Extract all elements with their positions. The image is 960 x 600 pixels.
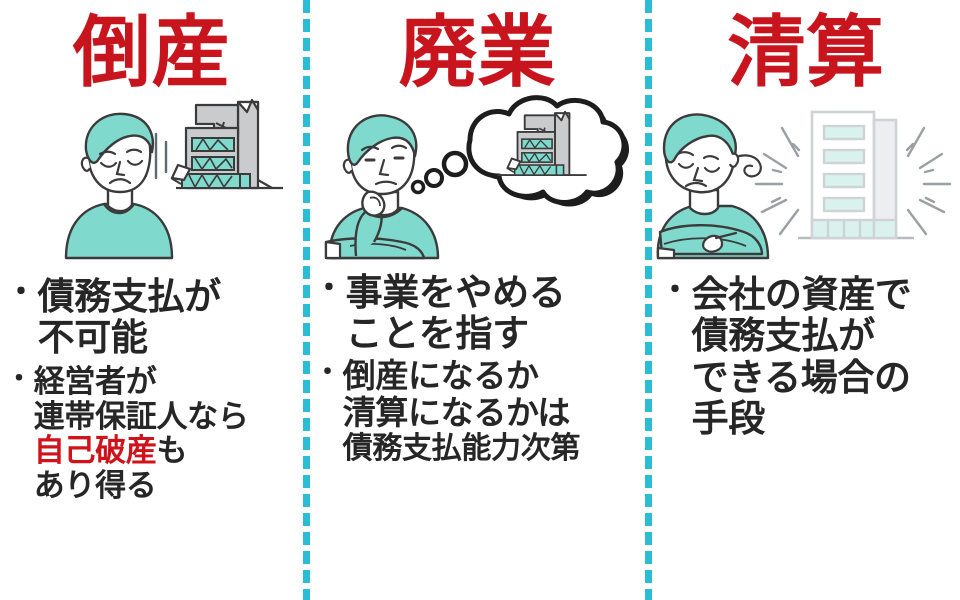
- bullet-line: 手段: [691, 397, 766, 441]
- bullet-marker: ・: [660, 273, 690, 308]
- bullet-line: 会社の資産で: [691, 273, 912, 316]
- bullet-list-seisan: ・ 会社の資産で 債務支払が できる場合の 手段: [660, 274, 960, 440]
- sad-man-icon: [64, 112, 174, 260]
- bullet-line: あり得る: [33, 468, 157, 505]
- highlight-text: 自己破産: [33, 433, 157, 470]
- bullet-line: 連帯保証人なら: [33, 398, 249, 435]
- arms-crossed-man-icon: [656, 113, 770, 260]
- damaged-building-icon: [170, 98, 283, 190]
- bullet-item: ・ 事業をやめる ことを指す: [314, 272, 645, 355]
- bullet-list-tosan: ・ 債務支払が 不可能 ・ 経営者が 連帯保証人なら 自己破産も あり得る: [6, 276, 303, 504]
- bullet-line: 清算になるかは: [342, 392, 571, 432]
- thought-bubble-with-damaged-building-icon: [410, 95, 630, 207]
- bullet-item: ・ 倒産になるか 清算になるかは 債務支払能力次第: [314, 355, 645, 466]
- column-haigyo: 廃業: [310, 0, 645, 600]
- bullet-line: 債務支払が: [37, 275, 222, 318]
- column-divider-right: [645, 0, 652, 600]
- bullet-line: できる場合の: [691, 355, 911, 399]
- bullet-marker: ・: [314, 356, 341, 388]
- bullet-line-highlighted: 自己破産も: [34, 434, 303, 469]
- column-divider-left: [303, 0, 310, 600]
- column-tosan: 倒産: [0, 0, 303, 600]
- highlight-suffix: も: [156, 433, 188, 470]
- heading-seisan: 清算: [727, 8, 885, 98]
- intact-building-with-shine-icon: [754, 110, 952, 240]
- bullet-line: 債務支払が: [691, 314, 876, 358]
- illustration-haigyo: [310, 92, 645, 260]
- column-seisan: 清算: [652, 0, 960, 600]
- thinking-man-icon: [324, 114, 440, 260]
- bullet-item: ・ 会社の資産で 債務支払が できる場合の 手段: [660, 274, 960, 440]
- bullet-line: 債務支払能力次第: [342, 430, 581, 466]
- heading-haigyo: 廃業: [398, 8, 557, 98]
- heading-tosan: 倒産: [72, 8, 231, 98]
- bullet-line: 事業をやめる: [345, 271, 566, 314]
- bullet-item: ・ 経営者が 連帯保証人なら 自己破産も あり得る: [6, 363, 303, 505]
- bullet-item: ・ 債務支払が 不可能: [6, 276, 303, 359]
- bullet-line: 経営者が: [33, 363, 157, 400]
- bullet-line: ことを指す: [345, 312, 530, 356]
- bullet-marker: ・: [6, 275, 36, 310]
- bullet-list-haigyo: ・ 事業をやめる ことを指す ・ 倒産になるか 清算になるかは 債務支払能力次第: [314, 272, 645, 465]
- illustration-seisan: [652, 92, 960, 260]
- bullet-line: 不可能: [37, 316, 148, 360]
- illustration-tosan: [0, 92, 303, 260]
- bullet-marker: ・: [6, 363, 32, 394]
- bullet-marker: ・: [314, 271, 344, 306]
- bullet-line: 倒産になるか: [342, 355, 539, 395]
